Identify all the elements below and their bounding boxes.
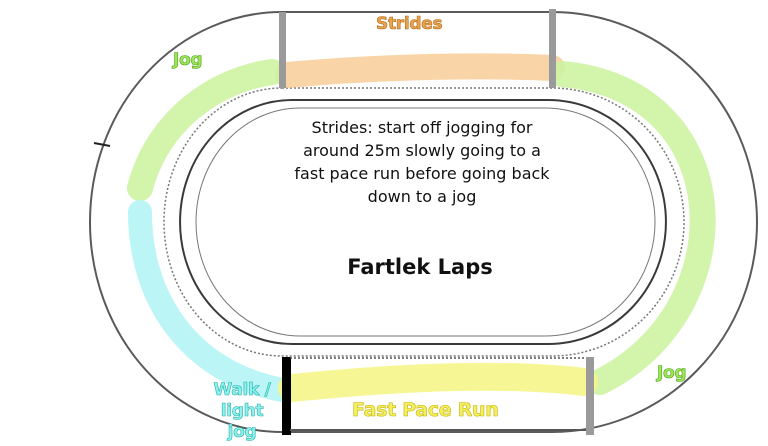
infield-line bbox=[195, 107, 656, 337]
track-inner-line bbox=[179, 99, 667, 345]
walk-light-jog-label: Walk / light jog bbox=[213, 380, 271, 443]
jog-left-segment bbox=[127, 59, 285, 201]
track-lane-line bbox=[163, 87, 685, 357]
small-tick-mark bbox=[93, 142, 111, 147]
strides-label: Strides bbox=[376, 14, 443, 35]
fast-pace-segment bbox=[278, 362, 598, 402]
strides-description: Strides: start off jogging for around 25… bbox=[294, 118, 550, 206]
jog-right-segment bbox=[549, 61, 716, 395]
jog-right-label: Jog bbox=[657, 363, 687, 384]
track-outer-line bbox=[89, 11, 758, 433]
strides-end-marker bbox=[549, 9, 556, 88]
fast-pace-end-marker bbox=[586, 357, 594, 435]
strides-start-marker bbox=[279, 12, 286, 88]
strides-segment bbox=[275, 53, 565, 88]
fast-pace-run-label: Fast Pace Run bbox=[352, 399, 499, 422]
jog-left-label: Jog bbox=[173, 50, 203, 71]
start-line-marker bbox=[282, 357, 291, 435]
walk-segment bbox=[128, 200, 294, 402]
diagram-title: Fartlek Laps bbox=[347, 255, 493, 279]
